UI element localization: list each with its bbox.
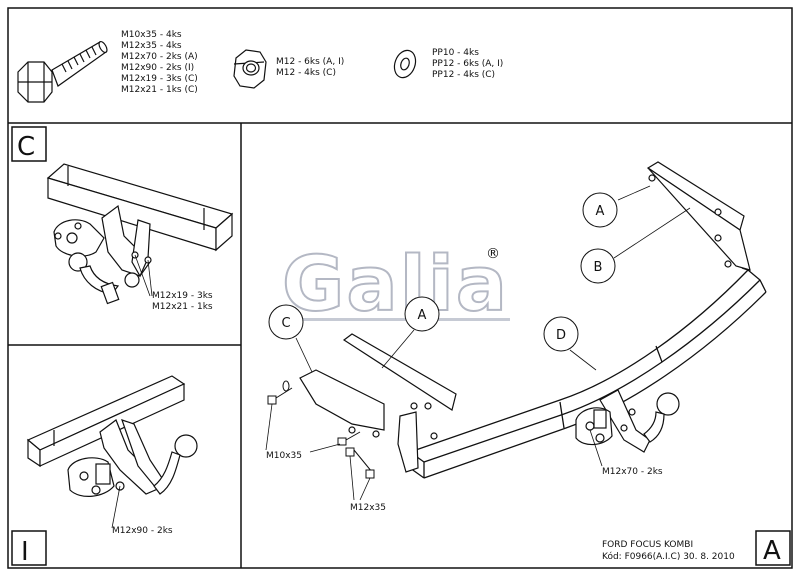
- galia-logo: Galia ®: [281, 238, 510, 329]
- vehicle-model: FORD FOCUS KOMBI: [602, 540, 693, 550]
- bolt-spec-5: M12x19 - 3ks (C): [121, 74, 198, 84]
- callout-b: B: [580, 207, 691, 284]
- panel-c-crossbar: [46, 163, 234, 252]
- washer-spec-3: PP12 - 4ks (C): [432, 70, 495, 80]
- right-side-bracket: [646, 161, 751, 271]
- panel-i: I M12x90 - 2ks: [21, 375, 198, 567]
- callout-d: D: [543, 316, 597, 371]
- drawing-frame: [7, 7, 793, 569]
- panel-c-letter: C: [17, 132, 35, 162]
- washer-icon: [393, 49, 417, 79]
- panel-c-towball: [68, 251, 152, 305]
- panel-c-bolt-label-2: M12x21 - 1ks: [152, 302, 213, 312]
- logo-registered-mark: ®: [486, 246, 500, 262]
- logo-underline: [282, 318, 510, 321]
- washer-spec-2: PP12 - 6ks (A, I): [432, 59, 503, 69]
- bolt-spec-2: M12x35 - 4ks: [121, 41, 182, 51]
- nut-icon: [233, 49, 267, 89]
- callout-a1: A: [582, 185, 651, 228]
- panel-i-crossbar: [26, 375, 186, 468]
- callout-a1-label: A: [596, 204, 605, 219]
- panel-i-letter: I: [21, 537, 29, 567]
- callout-c: C: [268, 304, 313, 373]
- panel-c-bolt-label-1: M12x19 - 3ks: [152, 291, 213, 301]
- bolt-spec-4: M12x90 - 2ks (I): [121, 63, 194, 73]
- left-side-bracket: [299, 333, 457, 473]
- bolt-icon: [17, 40, 108, 103]
- title-block: FORD FOCUS KOMBI Kód: F0966(A.I.C) 30. 8…: [602, 540, 735, 562]
- drawing-code-date: Kód: F0966(A.I.C) 30. 8. 2010: [602, 551, 735, 562]
- hardware-legend: M10x35 - 4ks M12x35 - 4ks M12x70 - 2ks (…: [17, 30, 503, 103]
- nut-spec-2: M12 - 4ks (C): [276, 68, 336, 78]
- main-bolt-label-m12x35: M12x35: [350, 503, 386, 513]
- loose-bolts: [267, 380, 375, 479]
- panel-c: C M12x19 - 3ks M12x: [17, 132, 234, 312]
- main-bolt-label-m10x35: M10x35: [266, 451, 302, 461]
- logo-text: Galia: [282, 239, 509, 328]
- callout-c-label: C: [281, 316, 290, 331]
- callout-a2: A: [381, 296, 440, 369]
- bolt-spec-1: M10x35 - 4ks: [121, 30, 182, 40]
- bolt-spec-3: M12x70 - 2ks (A): [121, 52, 198, 62]
- panel-i-bolt-label: M12x90 - 2ks: [112, 526, 173, 536]
- panel-a-letter: A: [763, 536, 781, 566]
- panel-i-towball: [115, 434, 198, 495]
- panel-a: A Galia ®: [265, 161, 781, 566]
- nut-spec-1: M12 - 6ks (A, I): [276, 57, 344, 67]
- main-bolt-label-m12x70: M12x70 - 2ks: [602, 467, 663, 477]
- callout-d-label: D: [556, 328, 566, 343]
- bolt-spec-6: M12x21 - 1ks (C): [121, 85, 198, 95]
- main-towball: [575, 389, 680, 453]
- callout-a2-label: A: [418, 308, 427, 323]
- washer-spec-1: PP10 - 4ks: [432, 48, 479, 58]
- callout-b-label: B: [594, 260, 603, 275]
